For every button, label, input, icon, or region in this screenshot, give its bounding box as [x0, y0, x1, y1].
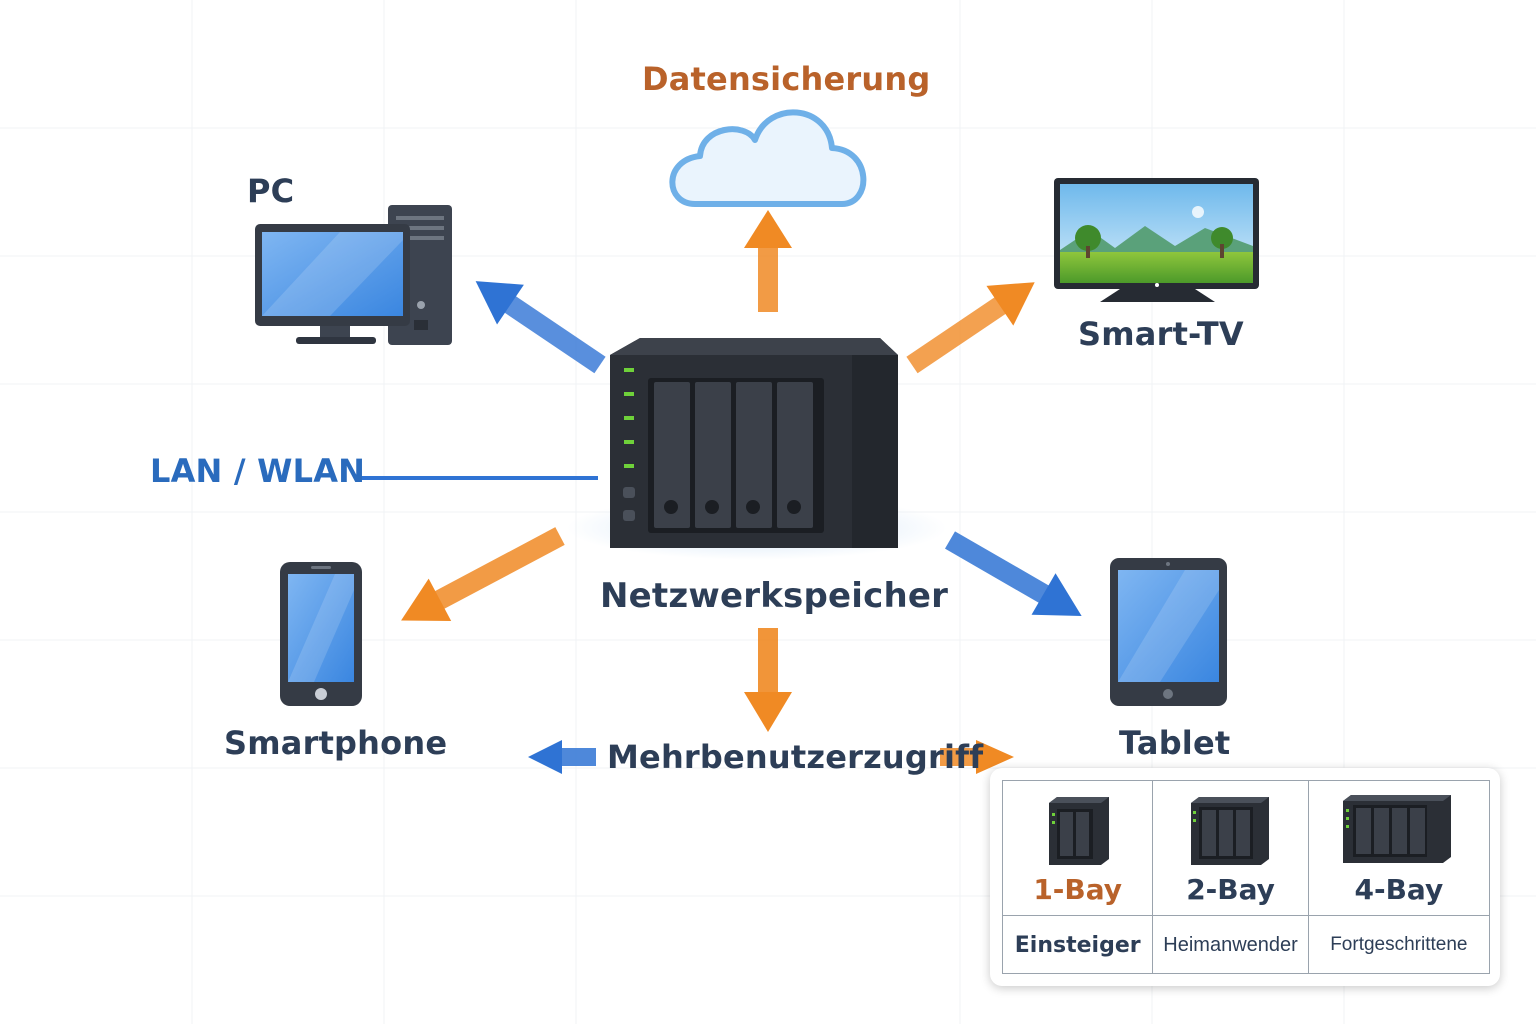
pc-label: PC: [247, 172, 295, 210]
bay-table: 1-Bay Einsteiger 2-Bay Heimanwender: [1002, 780, 1490, 974]
bay-column-1: 1-Bay Einsteiger: [1003, 781, 1154, 974]
tablet-icon: [1110, 558, 1227, 706]
smartphone-icon: [280, 562, 362, 706]
arrow-to-tv: [906, 282, 1035, 374]
arrow-to-pc: [475, 281, 606, 374]
arrow-to-smartphone: [401, 527, 565, 622]
center-label: Netzwerkspeicher: [600, 576, 949, 616]
nas-device-icon: [567, 338, 947, 560]
arrow-down-multiuser: [744, 628, 792, 732]
arrow-right-multiuser: [940, 740, 1014, 774]
lan-wlan-label: LAN / WLAN: [150, 452, 366, 490]
bay-subtitle: Heimanwender: [1153, 915, 1308, 974]
pc-icon: [255, 205, 452, 345]
bay-title: 4-Bay: [1354, 873, 1444, 906]
smart-tv-label: Smart-TV: [1078, 315, 1244, 353]
tablet-label: Tablet: [1119, 724, 1231, 762]
multiuser-label: Mehrbenutzerzugriff: [607, 738, 984, 776]
bay-subtitle: Fortgeschrittene: [1308, 915, 1489, 974]
smart-tv-icon: [1054, 178, 1259, 302]
nas-1bay-icon: [1049, 797, 1109, 865]
bay-title: 2-Bay: [1186, 873, 1275, 906]
cloud-label: Datensicherung: [642, 60, 931, 98]
arrow-left-multiuser: [528, 740, 596, 774]
smartphone-label: Smartphone: [224, 724, 448, 762]
arrow-to-tablet: [945, 531, 1082, 616]
nas-4bay-icon: [1342, 795, 1451, 863]
bay-column-3: 4-Bay Fortgeschrittene: [1308, 781, 1489, 974]
bay-title: 1-Bay: [1033, 873, 1123, 906]
bay-subtitle: Einsteiger: [1003, 915, 1153, 974]
arrow-up-cloud: [744, 210, 792, 312]
cloud-icon: [669, 109, 867, 207]
bay-column-2: 2-Bay Heimanwender: [1153, 781, 1309, 974]
nas-2bay-icon: [1191, 797, 1270, 865]
bay-overview-panel: 1-Bay Einsteiger 2-Bay Heimanwender: [990, 768, 1500, 986]
